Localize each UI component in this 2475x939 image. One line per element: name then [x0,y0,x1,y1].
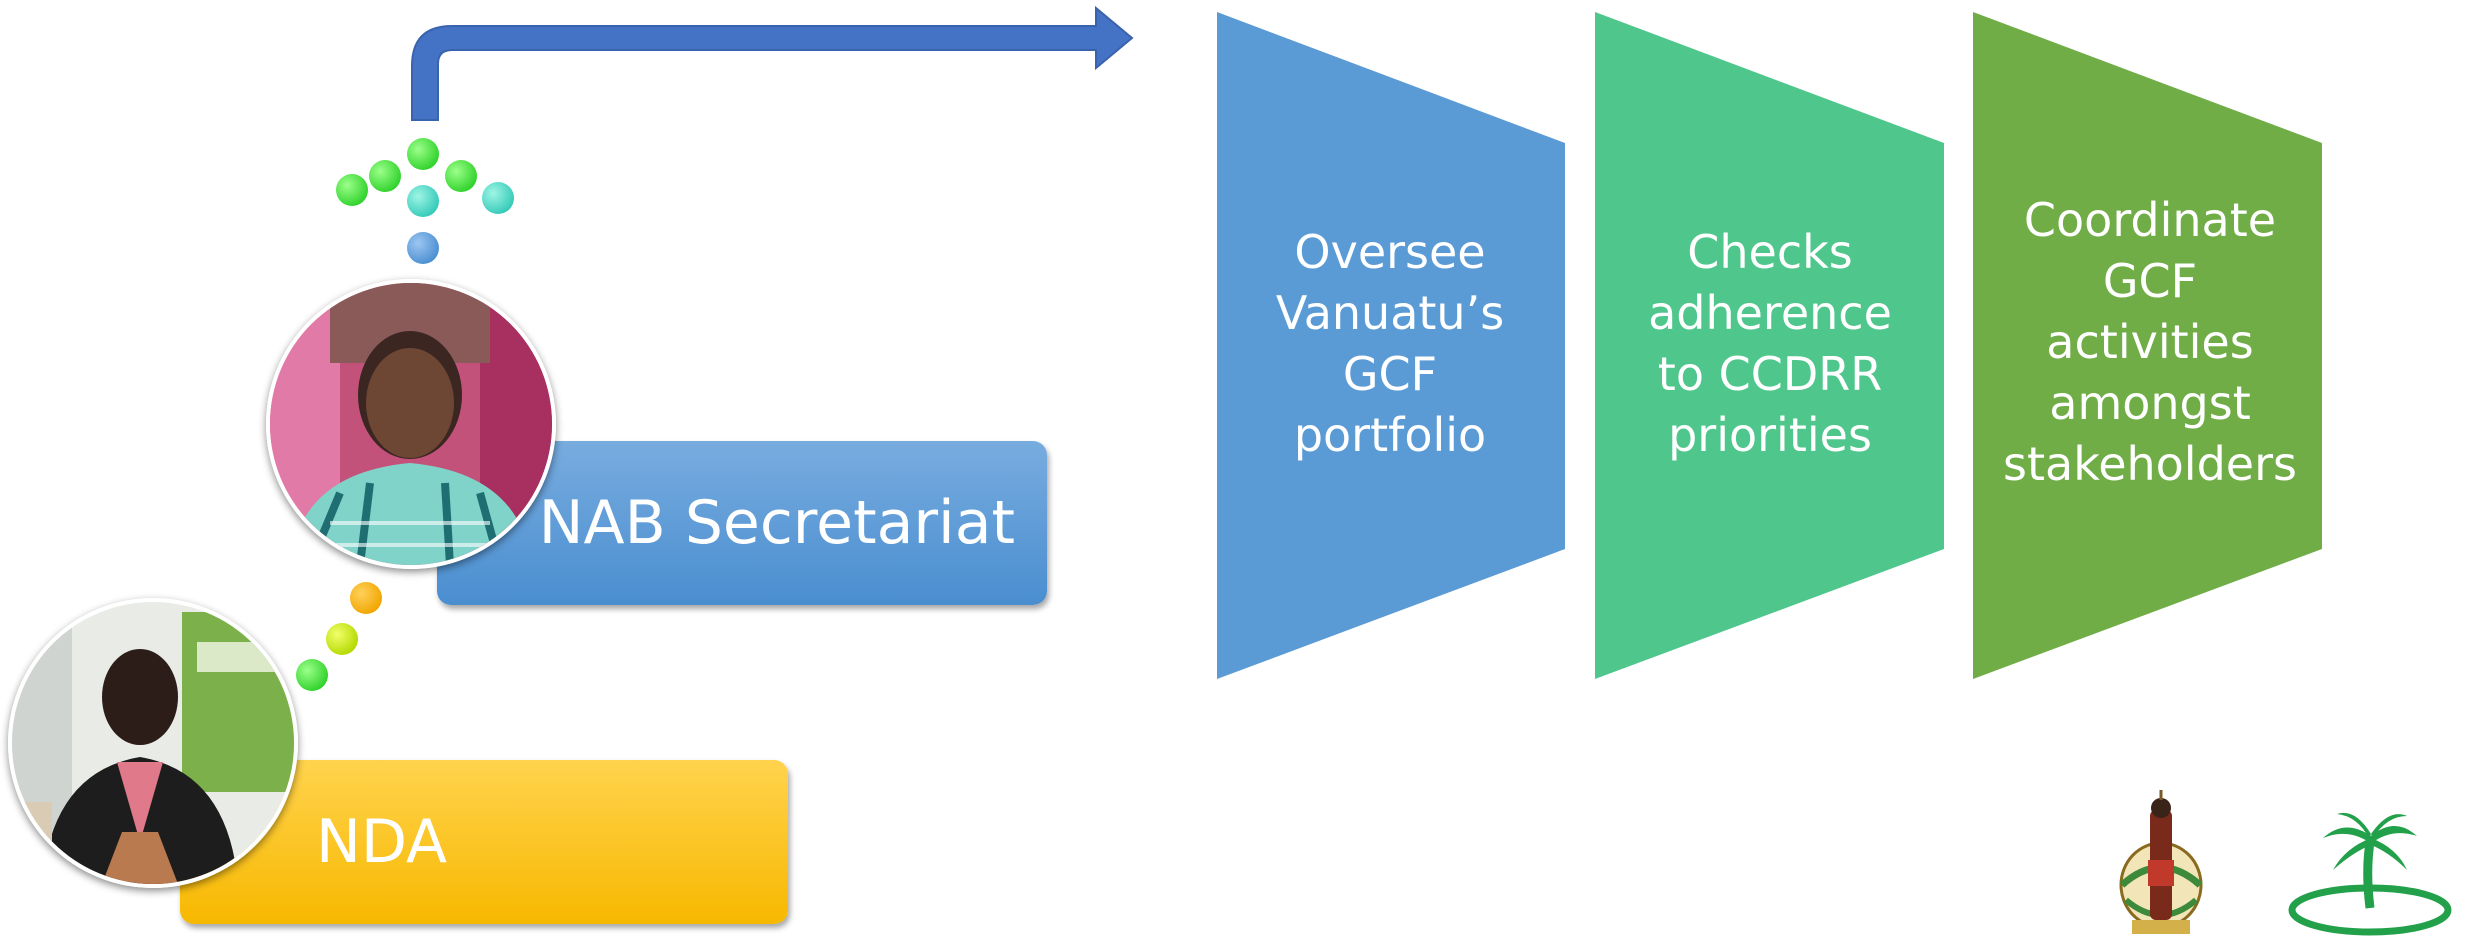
step-shape-2 [1595,12,1944,679]
connector-dots-lower [296,582,382,691]
step-shape-3 [1973,12,2322,679]
person-photo-nda [8,598,298,888]
step-shape-1 [1217,12,1565,679]
nab-secretariat-label: NAB Secretariat [538,488,1015,558]
vanuatu-coat-of-arms-emblem [2112,790,2210,939]
person-photo-nab [266,279,556,569]
nda-label: NDA [316,807,448,877]
palm-tree-logo [2285,808,2455,936]
step-3-text: Coordinate GCF activities amongst stakeh… [2003,193,2297,491]
connector-dots-upper [336,138,514,264]
bent-arrow [411,5,1134,121]
step-1-text: Oversee Vanuatu’s GCF portfolio [1275,225,1505,462]
step-2-text: Checks adherence to CCDRR priorities [1648,225,1892,462]
